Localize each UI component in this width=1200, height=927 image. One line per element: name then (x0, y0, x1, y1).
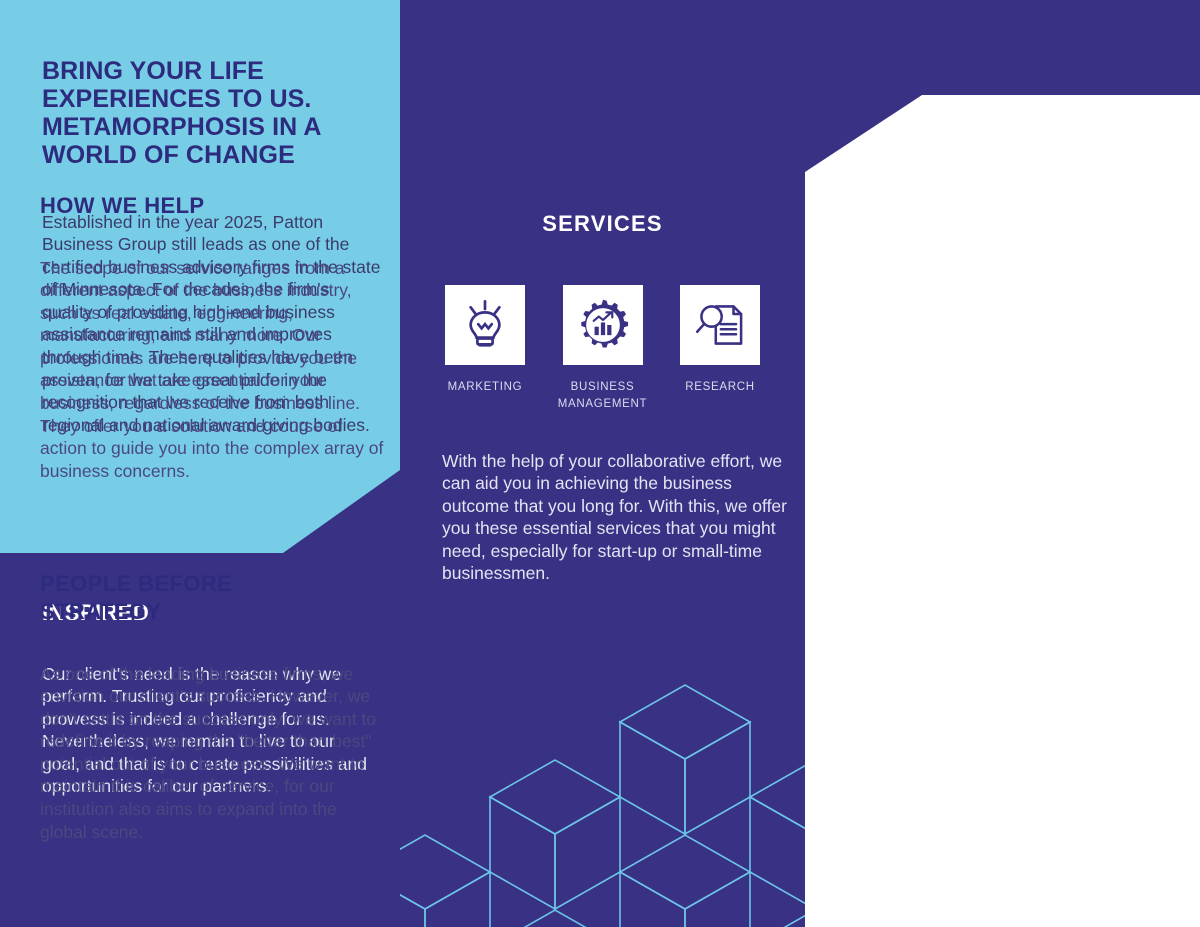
people-before-strategy-heading: PEOPLE BEFORE STRATEGY (40, 571, 233, 625)
lightbulb-icon (469, 300, 501, 347)
isometric-cube-lattice-decoration (400, 684, 805, 927)
service-label-research: RESEARCH (685, 381, 755, 393)
left-cyan-block (0, 0, 400, 553)
magnifier-document-icon (695, 305, 743, 345)
service-label-business-management: BUSINESS MANAGEMENT (557, 381, 648, 410)
service-tile (445, 285, 525, 365)
inspired-heading: INSPIRED (42, 600, 150, 626)
center-panel: SERVICES (400, 0, 805, 927)
service-item-marketing: MARKETING (430, 285, 540, 396)
company-intro-paragraph: Established in the year 2025, Patton Bus… (42, 211, 381, 435)
how-we-help-heading: HOW WE HELP (40, 193, 205, 219)
service-tile (680, 285, 760, 365)
service-item-business-management: BUSINESS MANAGEMENT (548, 285, 658, 413)
gear-chart-icon (580, 299, 628, 348)
service-item-research: RESEARCH (665, 285, 775, 396)
how-we-help-paragraph: The scope of our service ranges from a d… (40, 257, 384, 481)
services-title: SERVICES (542, 211, 663, 237)
left-panel: BRING YOUR LIFE EXPERIENCES TO US. METAM… (0, 0, 400, 927)
people-before-strategy-paragraph: As one of the leading business firms, we… (40, 663, 377, 842)
main-headline: BRING YOUR LIFE EXPERIENCES TO US. METAM… (42, 56, 321, 169)
right-panel (805, 95, 1200, 927)
service-label-marketing: MARKETING (447, 381, 523, 393)
inspired-paragraph: Our client's need is the reason why we p… (42, 663, 367, 797)
services-paragraph: With the help of your collaborative effo… (442, 450, 787, 584)
service-tile (562, 285, 643, 365)
services-icon-row: MARKETING (430, 285, 775, 413)
